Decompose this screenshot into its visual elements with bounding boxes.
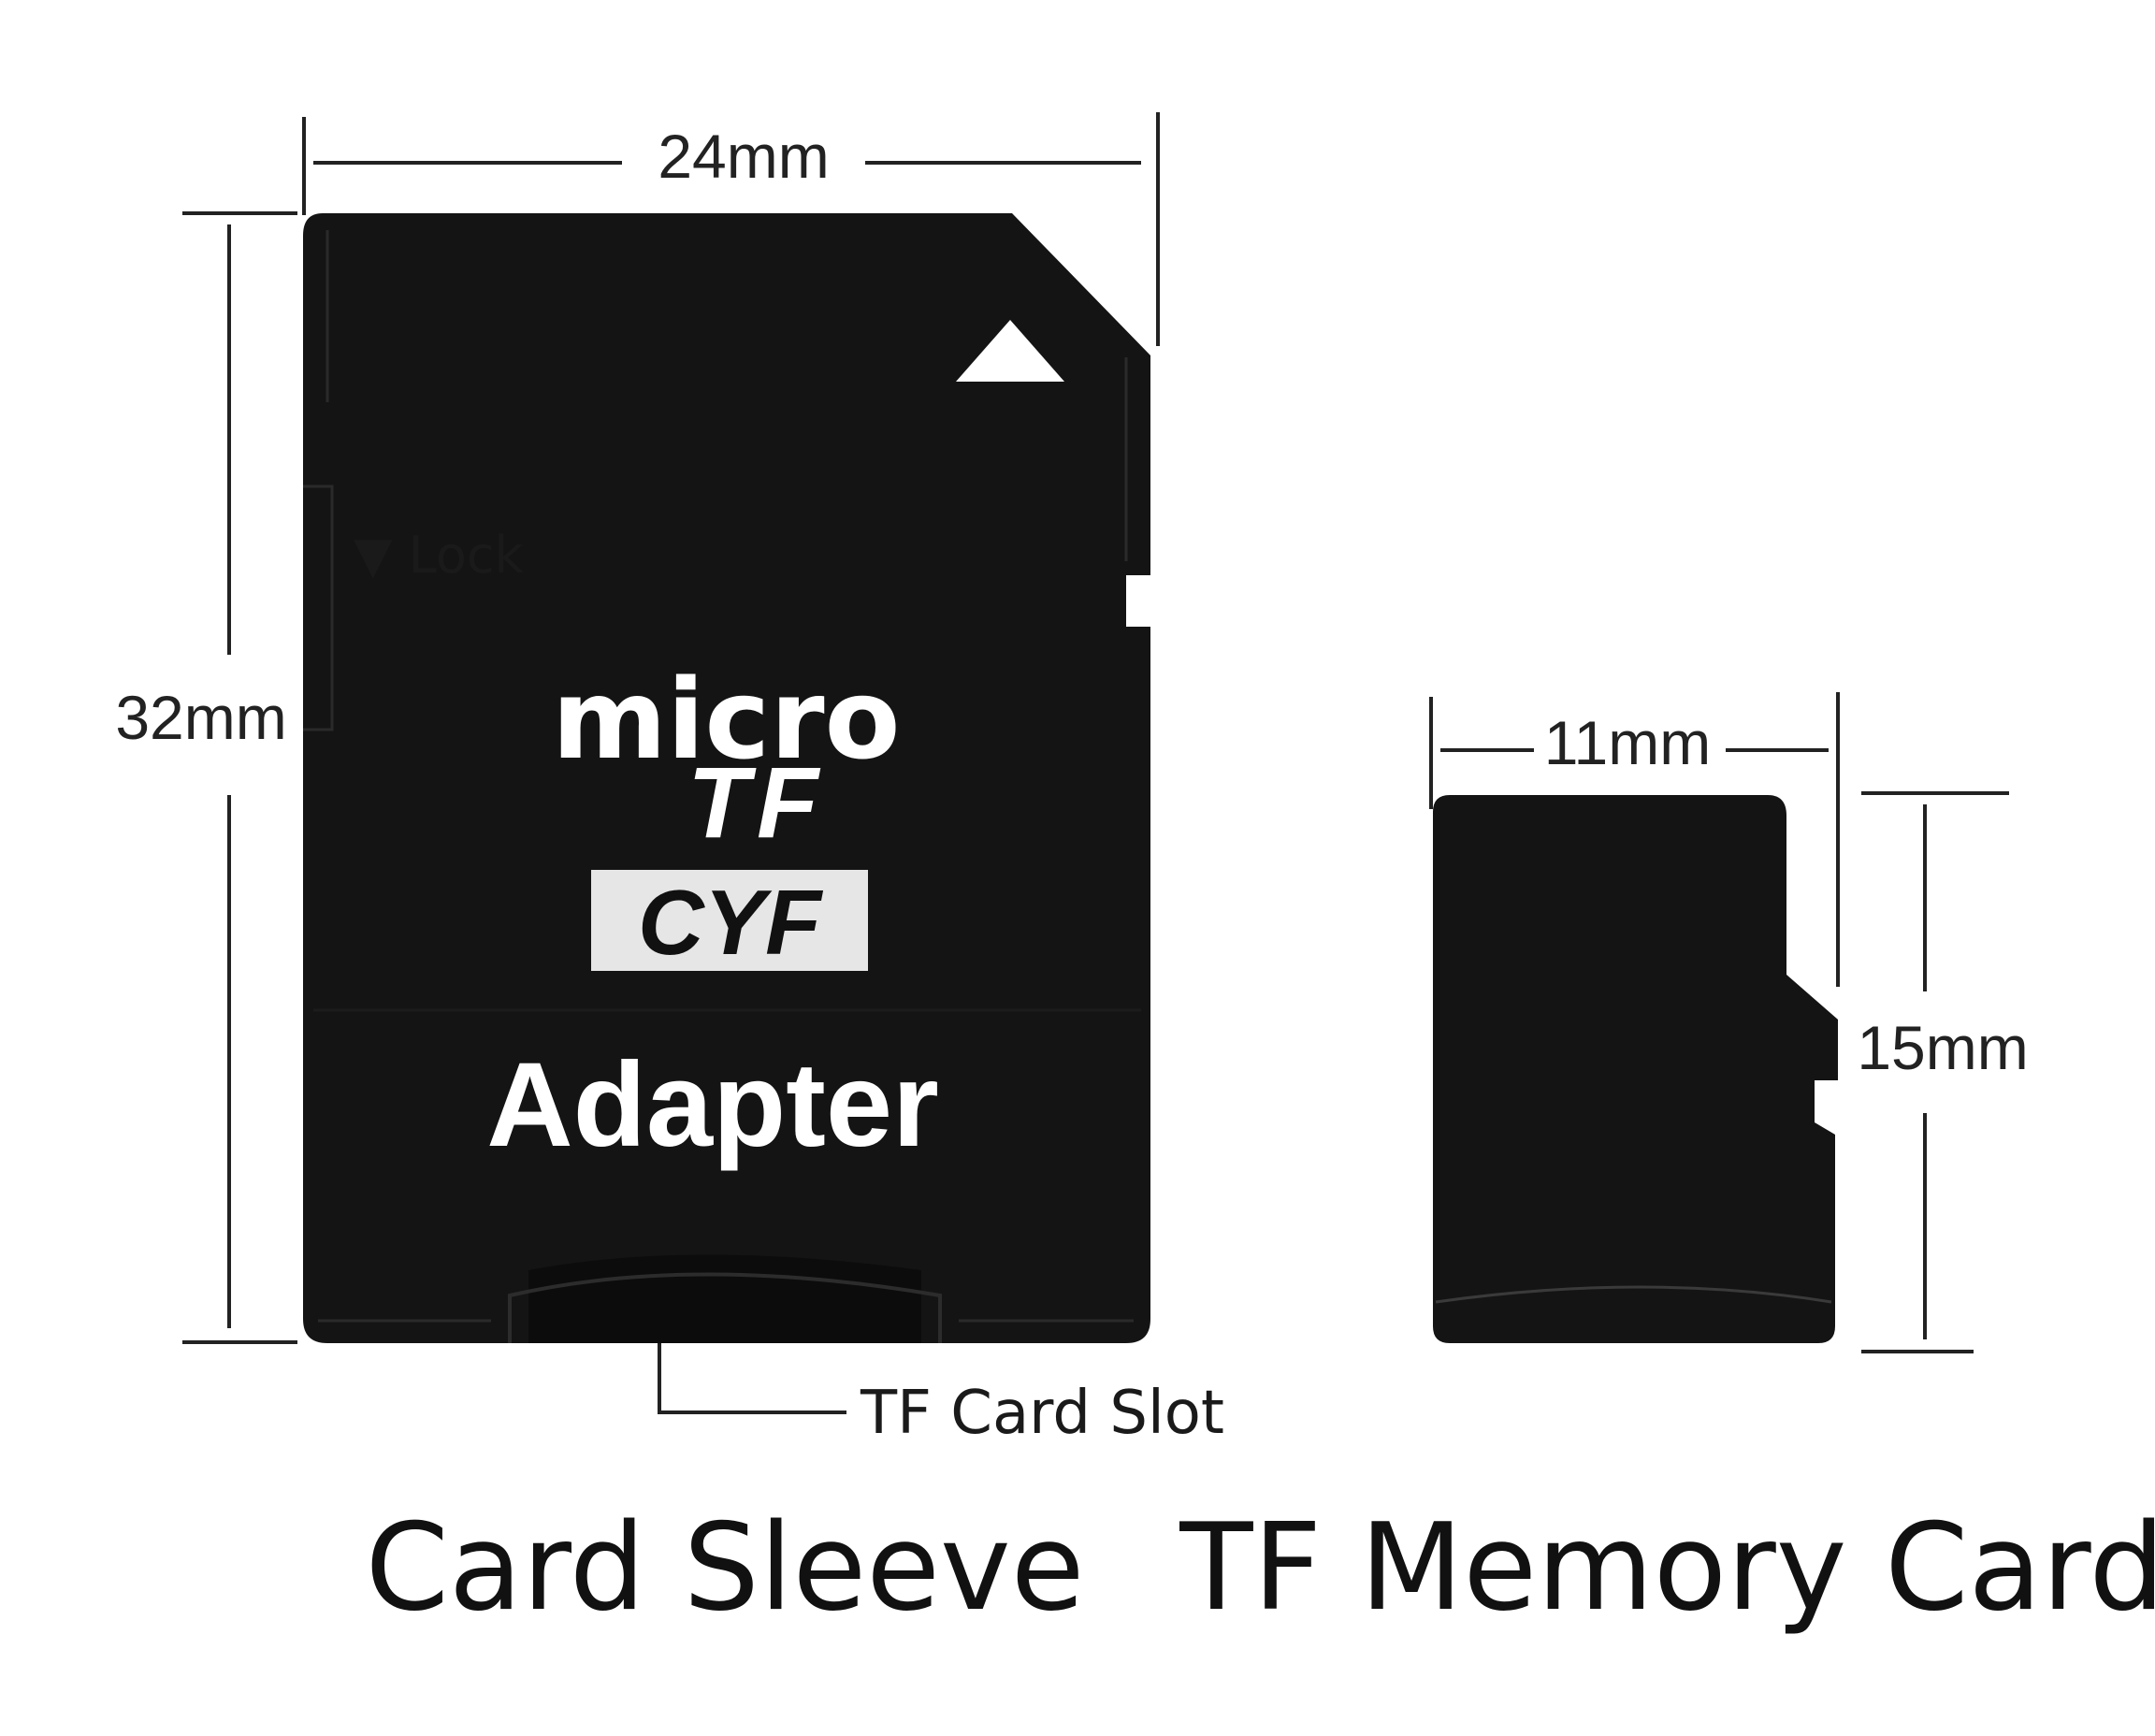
sleeve-width-label: 24mm: [658, 122, 829, 191]
card-sleeve: [303, 213, 1152, 1343]
slot-callout-line: [658, 1343, 846, 1414]
card-width-label: 11mm: [1544, 708, 1711, 777]
brand-badge-text: CYF: [638, 871, 823, 974]
caption-tf-memory-card: TF Memory Card: [1179, 1498, 2155, 1638]
card-height-label: 15mm: [1857, 1013, 2028, 1082]
sleeve-height-dimension: [182, 211, 297, 1344]
brand-badge: [591, 870, 868, 971]
brand-tf: TF: [687, 745, 826, 859]
brand-micro: micro: [552, 655, 901, 784]
adapter-label: Adapter: [486, 1038, 939, 1172]
card-width-dimension: [1429, 692, 1840, 987]
card-height-dimension: [1861, 791, 2009, 1353]
insert-arrow-icon: [956, 320, 1064, 382]
caption-card-sleeve: Card Sleeve: [366, 1498, 1085, 1638]
sleeve-height-label: 32mm: [115, 683, 286, 752]
tf-memory-card: [1433, 795, 1838, 1343]
sleeve-width-dimension: [302, 112, 1160, 346]
lock-label: ▼ Lock: [354, 526, 525, 585]
slot-callout-label: TF Card Slot: [860, 1379, 1224, 1448]
